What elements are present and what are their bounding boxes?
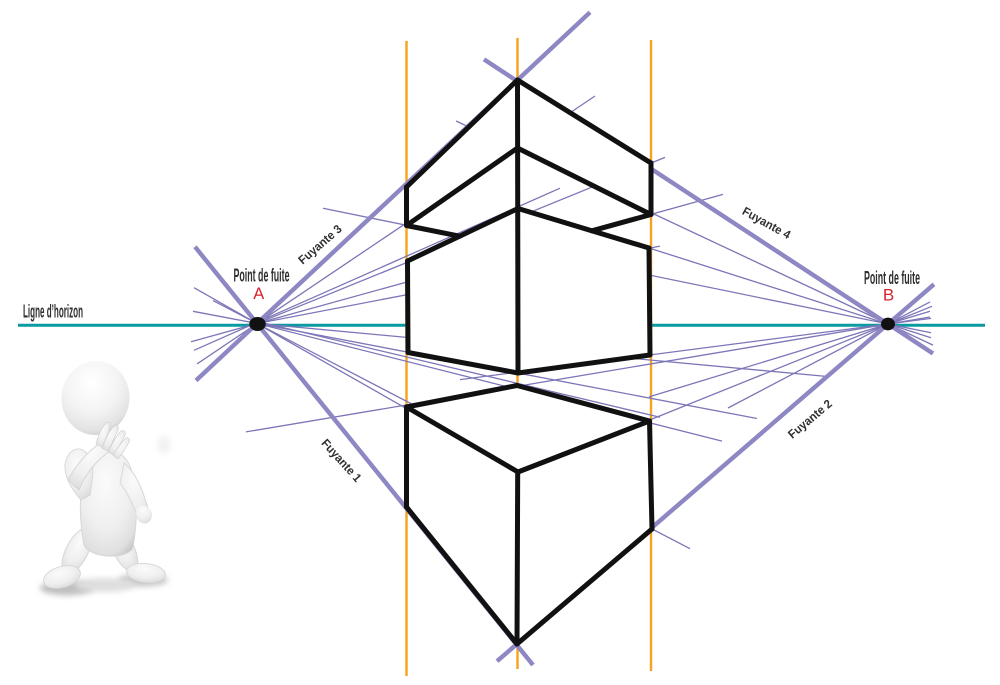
svg-text:Fuyante 2: Fuyante 2 <box>785 396 835 441</box>
svg-text:Point de fuite: Point de fuite <box>864 268 920 288</box>
svg-text:Point de fuite: Point de fuite <box>234 266 290 286</box>
svg-text:Fuyante 4: Fuyante 4 <box>740 204 793 242</box>
svg-text:B: B <box>883 286 894 305</box>
svg-text:Fuyante 1: Fuyante 1 <box>319 436 365 485</box>
svg-text:Fuyante 3: Fuyante 3 <box>295 222 344 268</box>
svg-text:A: A <box>253 285 264 303</box>
svg-text:Ligne d’horizon: Ligne d’horizon <box>23 302 83 322</box>
